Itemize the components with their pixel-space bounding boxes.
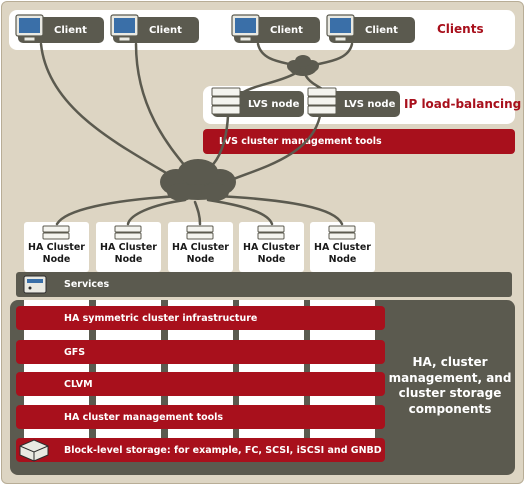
storage-disk-icon <box>19 439 49 462</box>
server-stack-icon <box>257 225 285 240</box>
link-client-2-cloud <box>134 42 192 174</box>
lvs-cluster-management-tools: LVS cluster management tools <box>203 129 515 154</box>
monitor-icon <box>326 14 355 42</box>
monitor-icon <box>110 14 139 42</box>
services-bar: Services <box>16 272 512 297</box>
monitor-icon <box>231 14 260 42</box>
server-stack-icon <box>211 87 241 115</box>
lvs-node-label: LVS node <box>344 98 396 110</box>
link-client-1-cloud <box>39 42 180 182</box>
link-cloud-ha-3 <box>193 200 202 226</box>
server-stack-icon <box>186 225 214 240</box>
services-label: Services <box>64 279 110 290</box>
layer-label: CLVM <box>64 378 93 390</box>
client-label: Client <box>270 24 303 36</box>
link-cloud-lvs-1 <box>236 72 296 98</box>
ha-cluster-node-4: HA Cluster Node <box>239 222 304 272</box>
ha-node-label: HA Cluster Node <box>314 242 371 265</box>
ha-node-label: HA Cluster Node <box>28 242 85 265</box>
layer-block-level-storage: Block-level storage: for example, FC, SC… <box>16 438 385 462</box>
layer-label: Block-level storage: for example, FC, SC… <box>64 444 382 456</box>
layer-ha-cluster-management-tools: HA cluster management tools <box>16 405 385 429</box>
layer-gfs: GFS <box>16 340 385 364</box>
layer-label: HA symmetric cluster infrastructure <box>64 312 258 324</box>
client-label: Client <box>149 24 182 36</box>
client-label: Client <box>365 24 398 36</box>
ha-components-label: HA, cluster management, and cluster stor… <box>388 355 512 416</box>
network-cloud-icon <box>160 159 236 201</box>
network-cloud-icon <box>287 55 319 76</box>
link-cloud-ha-5 <box>216 194 344 226</box>
ha-node-label: HA Cluster Node <box>100 242 157 265</box>
link-cloud-ha-1 <box>55 194 182 226</box>
ha-node-label: HA Cluster Node <box>172 242 229 265</box>
ha-node-label: HA Cluster Node <box>243 242 300 265</box>
layer-ha-symmetric-cluster-infrastructure: HA symmetric cluster infrastructure <box>16 306 385 330</box>
link-cloud-ha-4 <box>206 198 274 226</box>
server-stack-icon <box>328 225 356 240</box>
ip-load-balancing-label: IP load-balancing <box>404 97 522 111</box>
server-stack-icon <box>114 225 142 240</box>
layer-label: GFS <box>64 346 86 358</box>
layer-clvm: CLVM <box>16 372 385 396</box>
services-icon <box>23 275 47 294</box>
server-stack-icon <box>42 225 70 240</box>
monitor-icon <box>15 14 44 42</box>
layer-label: HA cluster management tools <box>64 411 224 423</box>
server-stack-icon <box>307 87 337 115</box>
client-label: Client <box>54 24 87 36</box>
lvs-tools-label: LVS cluster management tools <box>219 136 382 147</box>
link-cloud-ha-2 <box>126 198 187 226</box>
link-lvs-2-cloud <box>220 114 322 186</box>
clients-label: Clients <box>437 22 484 36</box>
lvs-node-label: LVS node <box>248 98 300 110</box>
